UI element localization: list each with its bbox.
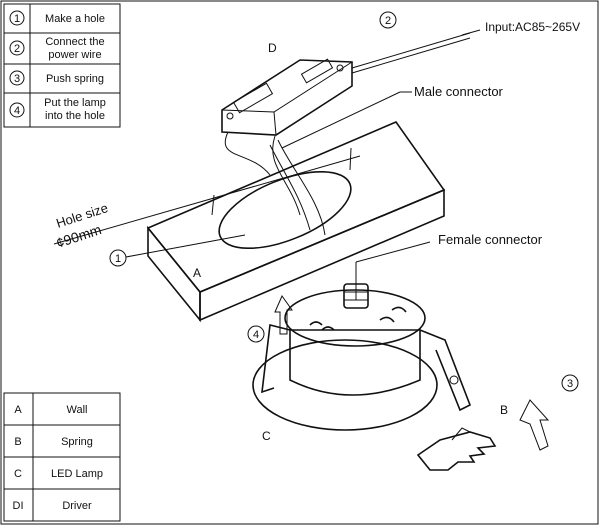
step-text: Put the lamp [44,97,106,109]
step-text: Connect the [45,36,104,48]
step-number-circle [9,102,25,118]
legend-value: Driver [62,500,92,512]
power-input-wires: 2 Input:AC85~265V [351,11,580,74]
legend-key: A [14,404,22,416]
hole-size-dimension: Hole size ¢90mm [53,147,361,251]
step-number: 2 [14,43,20,55]
hand-icon [416,427,497,471]
step-number-circle [9,40,25,56]
step-text-line2: power wire [48,49,101,61]
step-text: Push spring [46,73,104,85]
callout-3: 3 [567,378,573,390]
step-number-circle [9,10,25,26]
legend-value: Spring [61,436,93,448]
spring-letter: B [500,403,508,417]
driver-letter: D [268,41,277,55]
callout-2-circle [379,11,397,29]
legend-value: LED Lamp [51,468,103,480]
led-lamp: C [252,283,472,443]
male-connector-callout: Male connector [281,84,504,149]
step-row-2: 2 Connect the power wire [9,36,105,61]
step-number: 1 [14,13,20,25]
legend-value: Wall [67,404,88,416]
legend-table: A Wall B Spring C LED Lamp DI Driver [3,392,121,522]
step-number: 3 [14,73,20,85]
step-text: Make a hole [45,13,105,25]
callout-2: 2 [385,15,391,27]
wall-panel: A [146,121,446,323]
svg-text:1: 1 [115,253,121,265]
step-text-line2: into the hole [45,110,105,122]
arrow-3: 3 B [500,374,579,451]
male-connector-label: Male connector [414,84,504,99]
step-row-1: 1 Make a hole [9,10,105,26]
arrow-4: 4 [247,294,293,343]
legend-key: C [14,468,22,480]
steps-table: 1 Make a hole 2 Connect the power wire 3… [3,3,121,128]
wall-letter: A [193,266,201,280]
lamp-letter: C [262,429,271,443]
driver-box: D [221,41,353,136]
driver-wires [224,131,326,236]
step-number-circle [9,70,25,86]
callout-4: 4 [253,329,259,341]
callout-1: 1 [109,234,246,267]
step-row-3: 3 Push spring [9,70,104,86]
legend-key: DI [13,500,24,512]
step-number: 4 [14,105,20,117]
female-connector-callout: Female connector [355,232,543,300]
input-label: Input:AC85~265V [485,20,580,34]
female-connector-label: Female connector [438,232,543,247]
legend-key: B [14,436,21,448]
step-row-4: 4 Put the lamp into the hole [9,97,106,122]
